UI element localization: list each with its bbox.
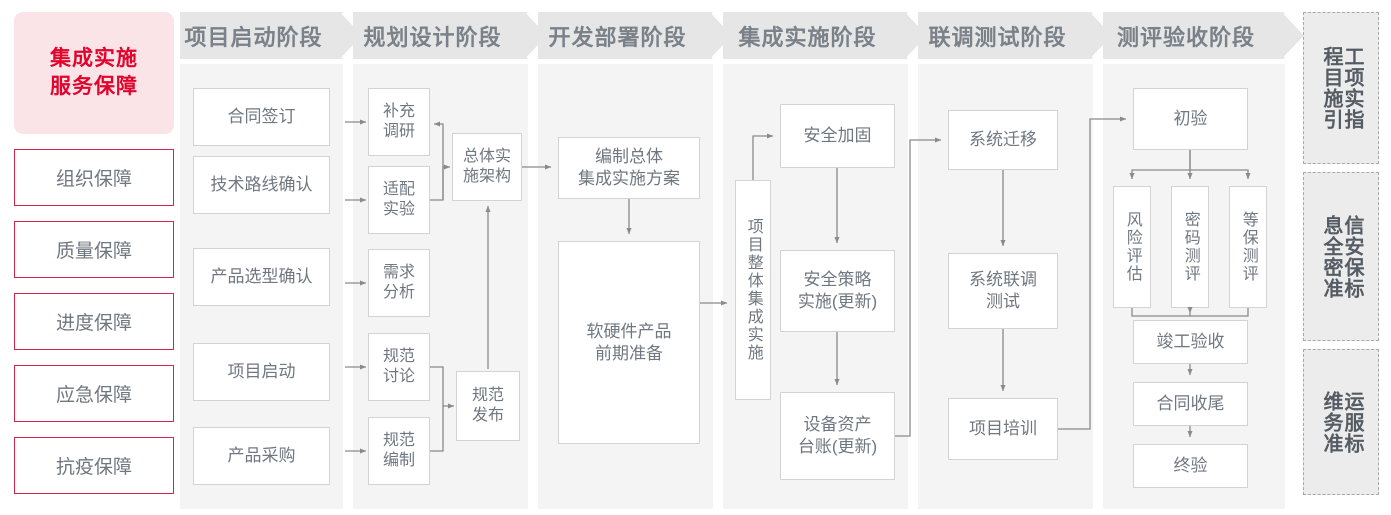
task-security-hardening[interactable]: 安全加固 [780,104,895,168]
guarantee-item-schedule[interactable]: 进度保障 [14,293,174,350]
task-contract-signing[interactable]: 合同签订 [193,88,330,146]
standard-operation-maintenance-service[interactable]: 维务准 运服标 [1303,349,1379,495]
standard-label-col-left: 信安保标 [1341,214,1363,299]
task-line-1: 规范 [471,386,504,404]
phase-header-development-deployment[interactable]: 开发部署阶段 [538,12,735,59]
task-standard-drafting[interactable]: 规范编制 [368,417,430,485]
task-cryptography-evaluation[interactable]: 密码测评 [1171,186,1209,308]
phase-header-planning-design[interactable]: 规划设计阶段 [353,12,550,59]
task-overall-implementation-architecture[interactable]: 总体实施架构 [452,133,522,201]
task-mlps-evaluation[interactable]: 等保测评 [1229,186,1267,308]
task-final-acceptance[interactable]: 终验 [1133,444,1248,488]
task-line-1: 设备资产 [803,415,872,435]
task-project-kickoff[interactable]: 项目启动 [193,343,330,401]
task-line-1: 安全策略 [803,270,872,290]
phase-title: 开发部署阶段 [548,24,687,50]
task-line-1: 软硬件产品 [586,321,672,341]
guarantee-item-epidemic[interactable]: 抗疫保障 [14,437,174,494]
task-requirement-analysis[interactable]: 需求分析 [368,249,430,317]
phase-header-integration-implementation[interactable]: 集成实施阶段 [723,12,930,59]
task-line-1: 需求 [382,263,415,281]
task-line-2: 发布 [471,407,504,424]
phase-title: 项目启动阶段 [184,24,323,50]
task-system-migration[interactable]: 系统迁移 [948,110,1058,170]
standard-label-col-right: 程目施引 [1320,46,1342,130]
task-standard-discussion[interactable]: 规范讨论 [368,333,430,401]
task-project-training[interactable]: 项目培训 [948,398,1058,460]
task-overall-integration-plan[interactable]: 编制总体集成实施方案 [558,137,700,199]
task-system-joint-testing[interactable]: 系统联调测试 [948,253,1058,329]
task-line-1: 适配 [382,180,415,198]
task-line-1: 编制总体 [595,147,663,167]
standards-column: 程目施引 工项实指 息全密准 信安保标 维务准 运服标 [1303,12,1379,495]
task-product-procurement[interactable]: 产品采购 [193,427,330,485]
task-line-2: 台账(更新) [797,437,878,456]
guarantee-item-emergency[interactable]: 应急保障 [14,365,174,422]
task-line-2: 集成实施方案 [578,169,680,188]
standard-label-col-left: 工项实指 [1341,46,1363,130]
phase-header-evaluation-acceptance[interactable]: 测评验收阶段 [1103,12,1307,59]
task-hardware-software-preparation[interactable]: 软硬件产品前期准备 [558,241,700,444]
guarantee-item-organization[interactable]: 组织保障 [14,149,174,206]
phase-planning-design: 规划设计阶段 [353,12,550,509]
standard-label-col-right: 息全密准 [1320,214,1342,299]
task-line-2: 分析 [382,284,415,301]
phase-evaluation-acceptance: 测评验收阶段 [1103,12,1307,509]
task-supplementary-research[interactable]: 补充调研 [368,88,430,156]
task-tech-route-confirm[interactable]: 技术路线确认 [193,156,330,214]
phase-title: 联调测试阶段 [928,24,1067,50]
task-line-2: 施架构 [462,168,511,185]
service-guarantee-title: 集成实施 服务保障 [14,12,174,134]
phase-title: 集成实施阶段 [738,24,877,50]
phase-header-joint-debug-testing[interactable]: 联调测试阶段 [918,12,1115,59]
task-line-2: 前期准备 [595,343,663,363]
task-line-1: 系统联调 [969,270,1037,290]
standard-label-col-right: 维务准 [1320,390,1342,454]
task-line-1: 补充 [382,102,415,120]
task-line-2: 编制 [382,452,415,469]
task-completion-acceptance[interactable]: 竣工验收 [1133,320,1248,364]
phase-header-project-initiation[interactable]: 项目启动阶段 [180,12,365,59]
task-line-1: 规范 [382,347,415,365]
phase-development-deployment: 开发部署阶段 [538,12,735,509]
phase-project-initiation: 项目启动阶段 [180,12,365,509]
standard-engineering-project-guideline[interactable]: 程目施引 工项实指 [1303,12,1379,164]
phase-joint-debug-testing: 联调测试阶段 [918,12,1115,509]
phase-integration-implementation: 集成实施阶段 [723,12,930,509]
task-line-2: 实验 [382,201,415,218]
title-line-1: 集成实施 [50,47,138,71]
task-line-2: 测试 [986,292,1020,311]
standard-label-col-left: 运服标 [1341,390,1363,454]
task-line-2: 调研 [382,123,415,140]
task-security-policy-implementation[interactable]: 安全策略实施(更新) [780,250,895,332]
guarantee-item-quality[interactable]: 质量保障 [14,221,174,278]
task-overall-project-integration[interactable]: 项目整体集成实施 [735,180,771,400]
task-preliminary-acceptance[interactable]: 初验 [1133,88,1248,150]
task-product-selection-confirm[interactable]: 产品选型确认 [193,248,330,306]
service-guarantee-column: 集成实施 服务保障 组织保障 质量保障 进度保障 应急保障 抗疫保障 [14,12,174,494]
task-risk-assessment[interactable]: 风险评估 [1113,186,1151,308]
standard-information-security-confidentiality[interactable]: 息全密准 信安保标 [1303,172,1379,341]
task-standard-release[interactable]: 规范发布 [456,371,520,441]
task-line-1: 规范 [382,431,415,449]
task-line-2: 实施(更新) [797,292,878,311]
phase-title: 规划设计阶段 [363,24,502,50]
task-contract-closure[interactable]: 合同收尾 [1133,382,1248,426]
phase-title: 测评验收阶段 [1116,24,1255,50]
task-adaptation-experiment[interactable]: 适配实验 [368,166,430,234]
task-line-2: 讨论 [382,368,415,385]
title-line-2: 服务保障 [50,75,138,98]
task-equipment-asset-ledger[interactable]: 设备资产台账(更新) [780,392,895,480]
task-line-1: 总体实 [462,147,511,165]
